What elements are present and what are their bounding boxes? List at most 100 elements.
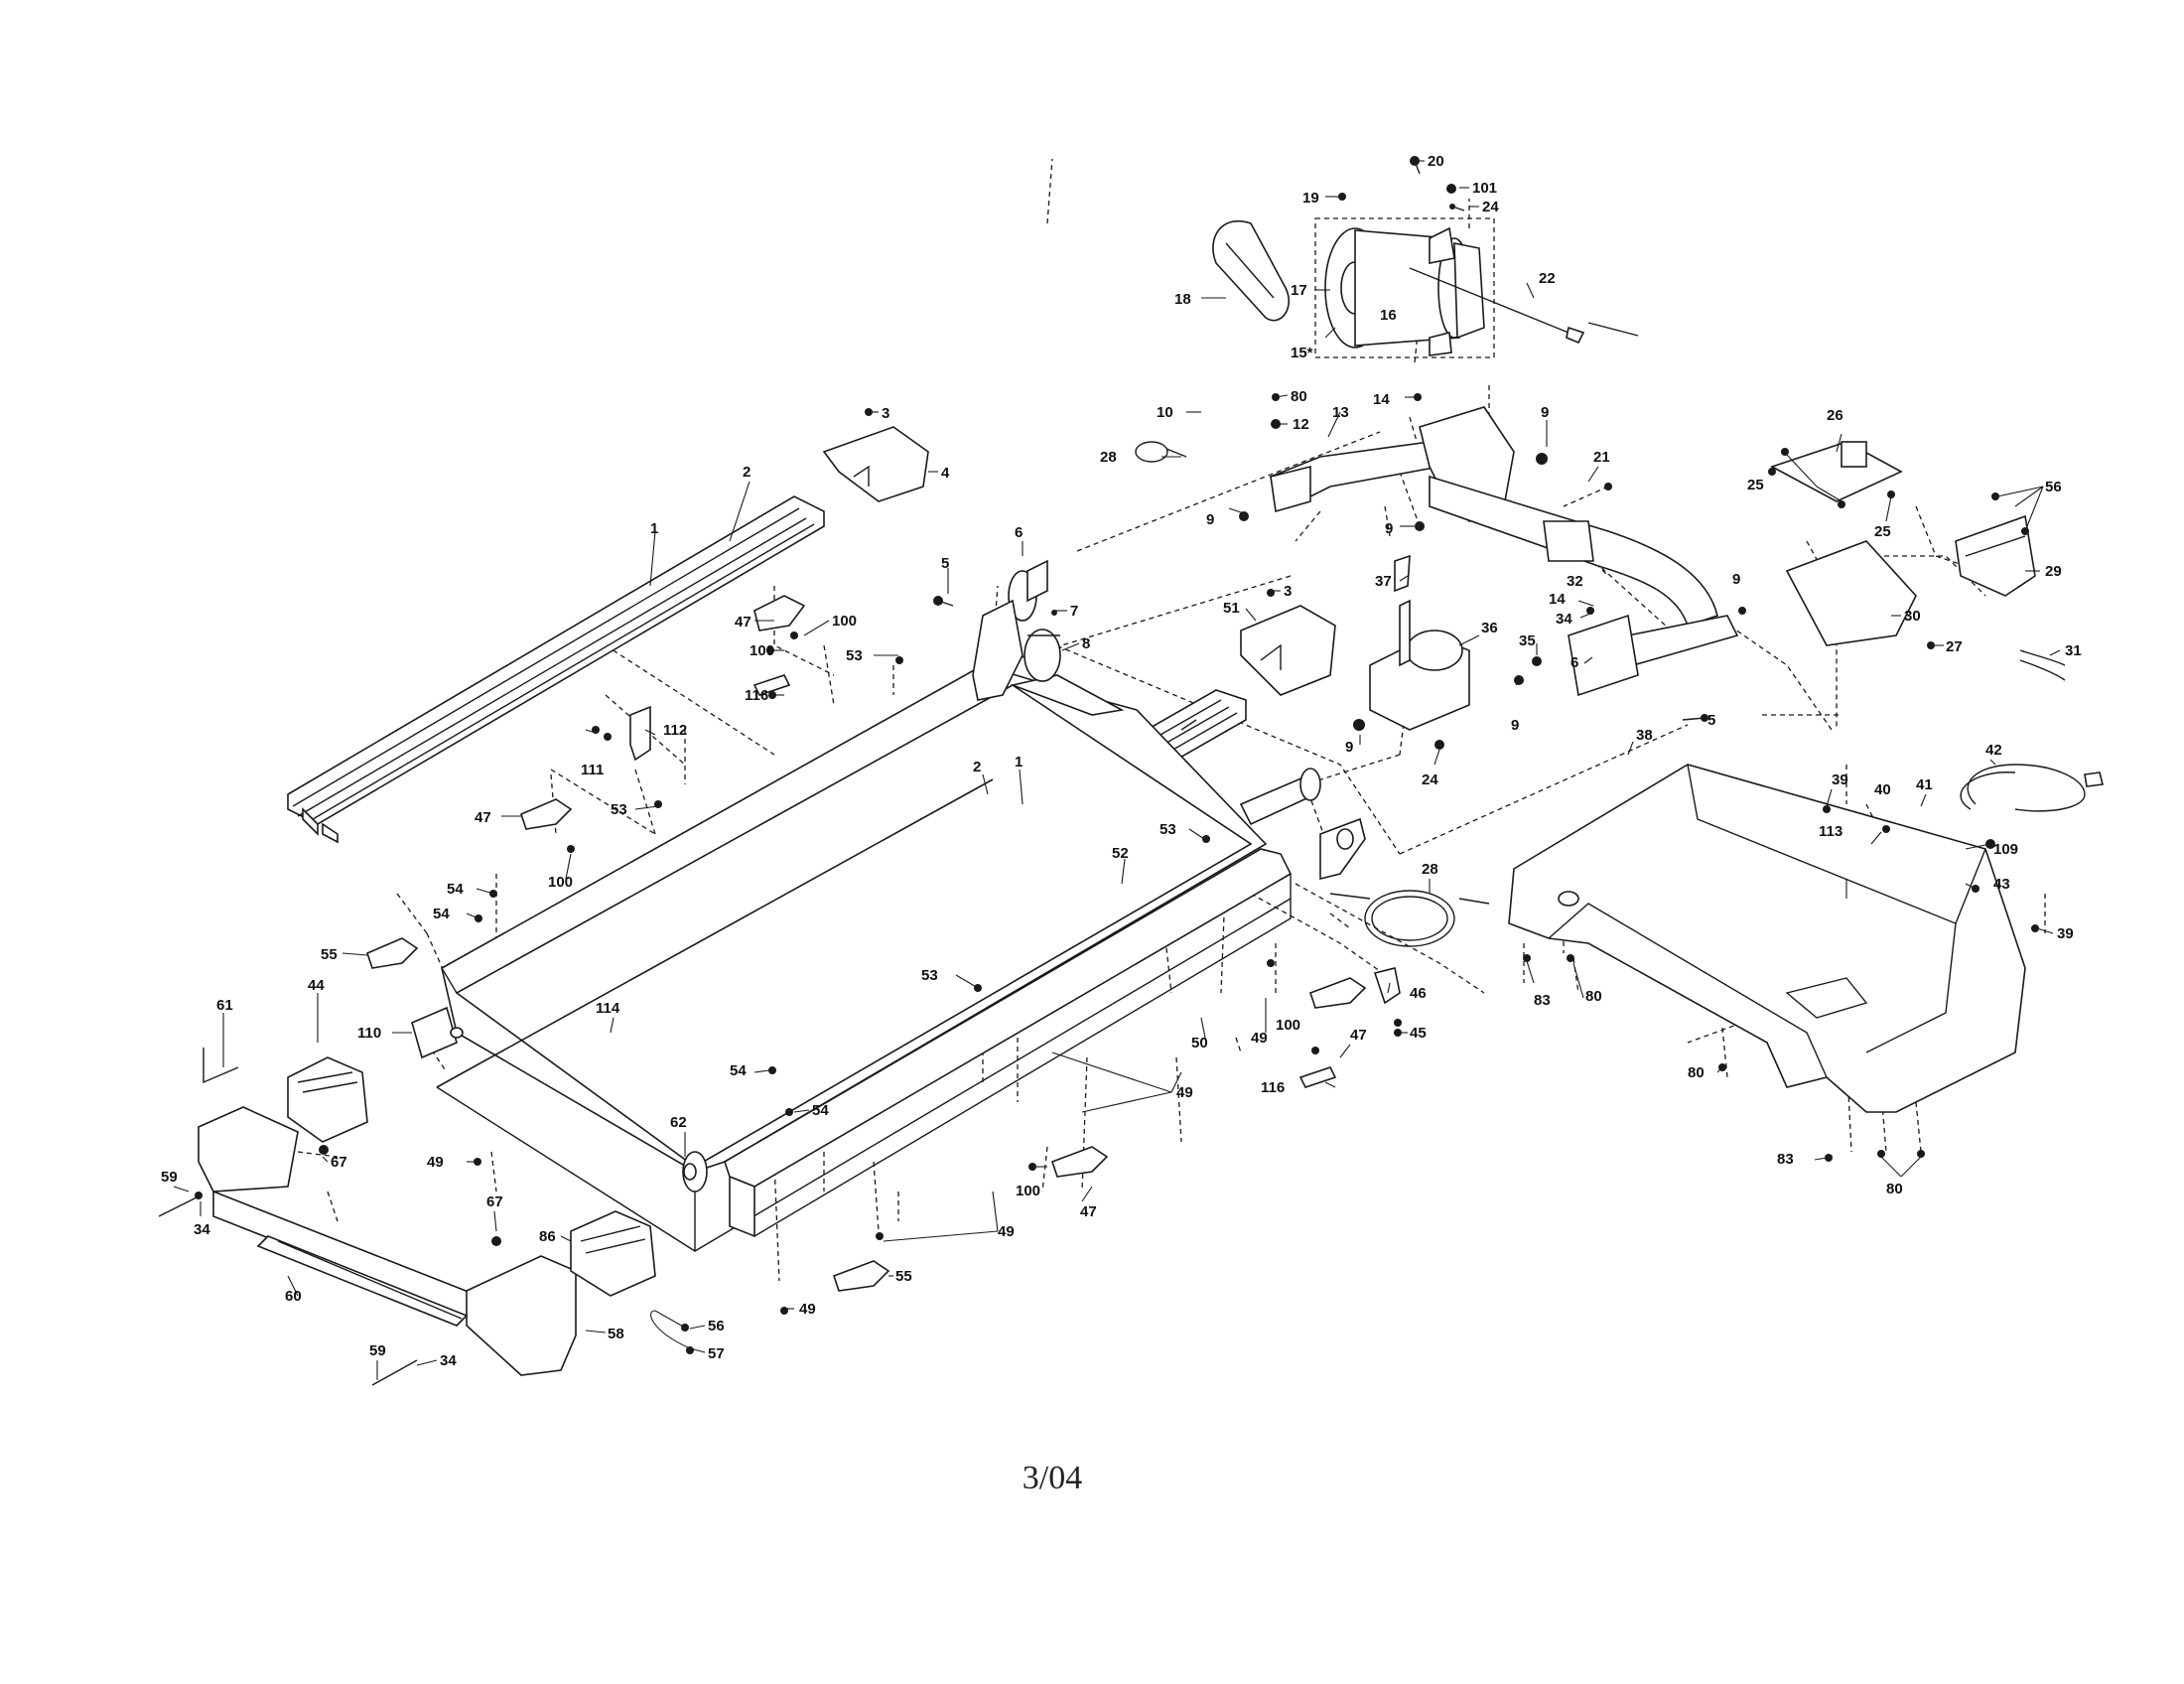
power-cord [1960,764,2104,812]
callout-14: 14 [1549,591,1566,608]
callout-labels: 20 19 101 24 18 17 16 15* 22 80 10 12 13… [161,153,2082,1369]
callout-39: 39 [1832,772,1848,788]
callout-34: 34 [194,1221,210,1238]
callout-6: 6 [1570,654,1578,671]
callout-116: 116 [745,687,768,704]
callout-31: 31 [2065,642,2082,659]
rear-roller [1239,768,1366,881]
callout-24: 24 [1422,772,1438,788]
callout-111: 111 [581,762,604,778]
callout-59: 59 [369,1342,386,1359]
callout-45: 45 [1410,1025,1427,1042]
callout-100: 100 [1016,1183,1040,1199]
feet-pads [366,595,1401,1292]
hood-brackets [822,426,1336,696]
callout-21: 21 [1593,449,1610,466]
callout-113: 113 [1819,823,1843,840]
controller-board [1769,441,2066,681]
callout-100: 100 [750,642,774,659]
callout-100: 100 [548,874,573,891]
callout-39: 39 [2057,925,2074,942]
callout-25: 25 [1874,523,1891,540]
callout-53: 53 [921,967,938,984]
callout-5: 5 [1707,712,1715,729]
callout-5: 5 [941,555,949,572]
callout-54: 54 [433,906,450,922]
callout-80: 80 [1688,1064,1705,1081]
callout-110: 110 [357,1025,381,1042]
callout-26: 26 [1827,407,1843,424]
callout-46: 46 [1410,985,1427,1002]
callout-83: 83 [1777,1151,1794,1168]
callout-114: 114 [596,1000,620,1017]
callout-83: 83 [1534,992,1551,1009]
callout-9: 9 [1345,739,1353,756]
callout-27: 27 [1946,638,1963,655]
callout-44: 44 [308,977,325,994]
callout-49: 49 [1176,1084,1193,1101]
leader-lines [173,160,2061,1380]
callout-32: 32 [1567,573,1583,590]
callout-80: 80 [1291,388,1307,405]
callout-20: 20 [1428,153,1444,170]
callout-9: 9 [1511,717,1519,734]
callout-55: 55 [321,946,338,963]
callout-19: 19 [1302,190,1319,207]
page-date-code: 3/04 [1022,1460,1083,1496]
callout-56: 56 [708,1318,725,1334]
callout-10: 10 [1157,404,1173,421]
fasteners [195,156,2039,1354]
fastener-shafts [158,160,1706,1386]
callout-47: 47 [735,614,751,631]
callout-34: 34 [1556,611,1572,628]
callout-50: 50 [1191,1035,1208,1052]
callout-42: 42 [1985,742,2002,759]
callout-9: 9 [1541,404,1549,421]
callout-51: 51 [1223,600,1240,617]
callout-28: 28 [1422,861,1438,878]
callout-54: 54 [812,1102,829,1119]
callout-4: 4 [941,465,950,482]
callout-2: 2 [743,464,751,481]
callout-16: 16 [1380,307,1397,324]
callout-14: 14 [1373,391,1390,408]
left-side-rail [287,495,825,844]
callout-49: 49 [427,1154,444,1171]
callout-38: 38 [1636,727,1653,744]
callout-60: 60 [285,1288,302,1305]
callout-17: 17 [1291,282,1307,299]
callout-49: 49 [998,1223,1015,1240]
callout-53: 53 [611,801,627,818]
callout-9: 9 [1385,520,1393,537]
callout-9: 9 [1206,511,1214,528]
callout-62: 62 [670,1114,687,1131]
callout-67: 67 [486,1193,503,1210]
callout-54: 54 [447,881,464,898]
callout-34: 34 [440,1352,457,1369]
callout-100: 100 [832,613,857,630]
callout-6: 6 [1015,524,1023,541]
callout-59: 59 [161,1169,178,1186]
callout-30: 30 [1904,608,1921,625]
callout-57: 57 [708,1345,725,1362]
callout-15: 15* [1291,345,1313,361]
callout-80: 80 [1886,1181,1903,1197]
callout-25: 25 [1747,477,1764,493]
callout-8: 8 [1082,635,1090,652]
motor-hood [1508,764,2026,1113]
callout-109: 109 [1993,841,2018,858]
callout-101: 101 [1472,180,1497,197]
callout-22: 22 [1539,270,1556,287]
callout-36: 36 [1481,620,1498,636]
callout-53: 53 [1160,821,1176,838]
callout-29: 29 [2045,563,2062,580]
callout-7: 7 [1070,603,1078,620]
callout-80: 80 [1585,988,1602,1005]
callout-86: 86 [539,1228,556,1245]
callout-28: 28 [1100,449,1117,466]
wire-harness [1135,441,1490,947]
motor-assembly [1212,217,1585,358]
callout-24: 24 [1482,199,1499,215]
callout-56: 56 [2045,479,2062,495]
